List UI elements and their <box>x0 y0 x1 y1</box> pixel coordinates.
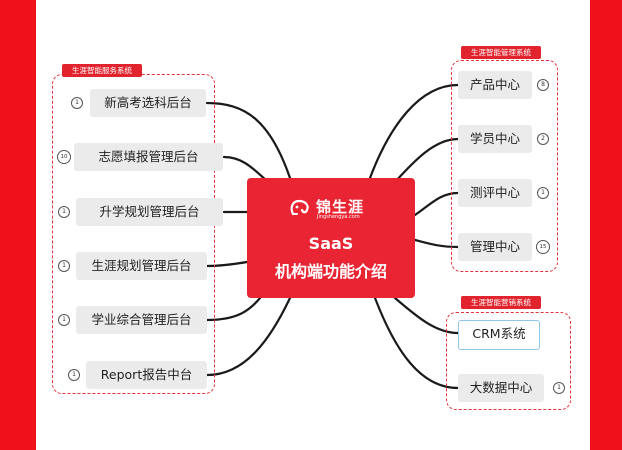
management-node-3-badge: 1 <box>537 187 549 199</box>
link-right-6 <box>373 296 460 390</box>
central-topic[interactable]: 锦生涯 Jingshengya.com SaaS 机构端功能介绍 <box>247 178 415 298</box>
link-left-6 <box>205 296 292 377</box>
management-node-2[interactable]: 学员中心 <box>458 125 532 153</box>
left-node-3[interactable]: 升学规划管理后台 <box>76 198 223 226</box>
left-node-5-badge: 1 <box>58 314 70 326</box>
management-group-label: 生涯智能管理系统 <box>461 46 541 59</box>
marketing-group-label: 生涯智能营销系统 <box>461 296 541 309</box>
central-title: SaaS <box>308 234 354 253</box>
marketing-node-crm[interactable]: CRM系统 <box>458 320 540 350</box>
left-node-6[interactable]: Report报告中台 <box>86 361 207 389</box>
management-node-4-badge: 15 <box>536 240 550 254</box>
link-right-1 <box>368 83 460 180</box>
left-node-1-badge: 1 <box>71 97 83 109</box>
left-node-2[interactable]: 志愿填报管理后台 <box>74 143 223 171</box>
link-right-2 <box>393 137 460 184</box>
management-node-1-badge: 8 <box>537 79 549 91</box>
left-node-3-badge: 1 <box>58 206 70 218</box>
marketing-node-bigdata[interactable]: 大数据中心 <box>458 374 544 402</box>
left-node-2-badge: 10 <box>57 150 71 164</box>
left-node-4[interactable]: 生涯规划管理后台 <box>76 252 207 280</box>
management-node-1[interactable]: 产品中心 <box>458 71 532 99</box>
management-node-4[interactable]: 管理中心 <box>458 233 532 261</box>
right-red-bar <box>590 0 622 450</box>
left-red-bar <box>0 0 36 450</box>
management-node-2-badge: 2 <box>537 133 549 145</box>
brand-name: 锦生涯 <box>316 198 365 216</box>
management-node-3[interactable]: 测评中心 <box>458 179 532 207</box>
service-group-label: 生涯智能服务系统 <box>62 64 142 77</box>
link-right-3 <box>413 191 460 217</box>
marketing-node-bigdata-badge: 1 <box>553 382 565 394</box>
brand-url: Jingshengya.com <box>317 214 360 220</box>
service-group-box <box>52 74 215 394</box>
marketing-group-box <box>446 312 571 410</box>
left-node-1[interactable]: 新高考选科后台 <box>90 89 206 117</box>
link-left-4 <box>205 260 249 268</box>
central-subtitle: 机构端功能介绍 <box>274 262 387 281</box>
left-node-5[interactable]: 学业综合管理后台 <box>76 306 207 334</box>
link-left-1 <box>205 101 292 180</box>
link-right-4 <box>413 238 460 249</box>
left-node-6-badge: 1 <box>68 369 80 381</box>
left-node-4-badge: 1 <box>58 260 70 272</box>
management-group-box <box>451 60 558 272</box>
elephant-logo-icon <box>290 199 309 216</box>
link-right-5 <box>393 296 460 335</box>
brand-logo: 锦生涯 Jingshengya.com <box>289 196 377 222</box>
